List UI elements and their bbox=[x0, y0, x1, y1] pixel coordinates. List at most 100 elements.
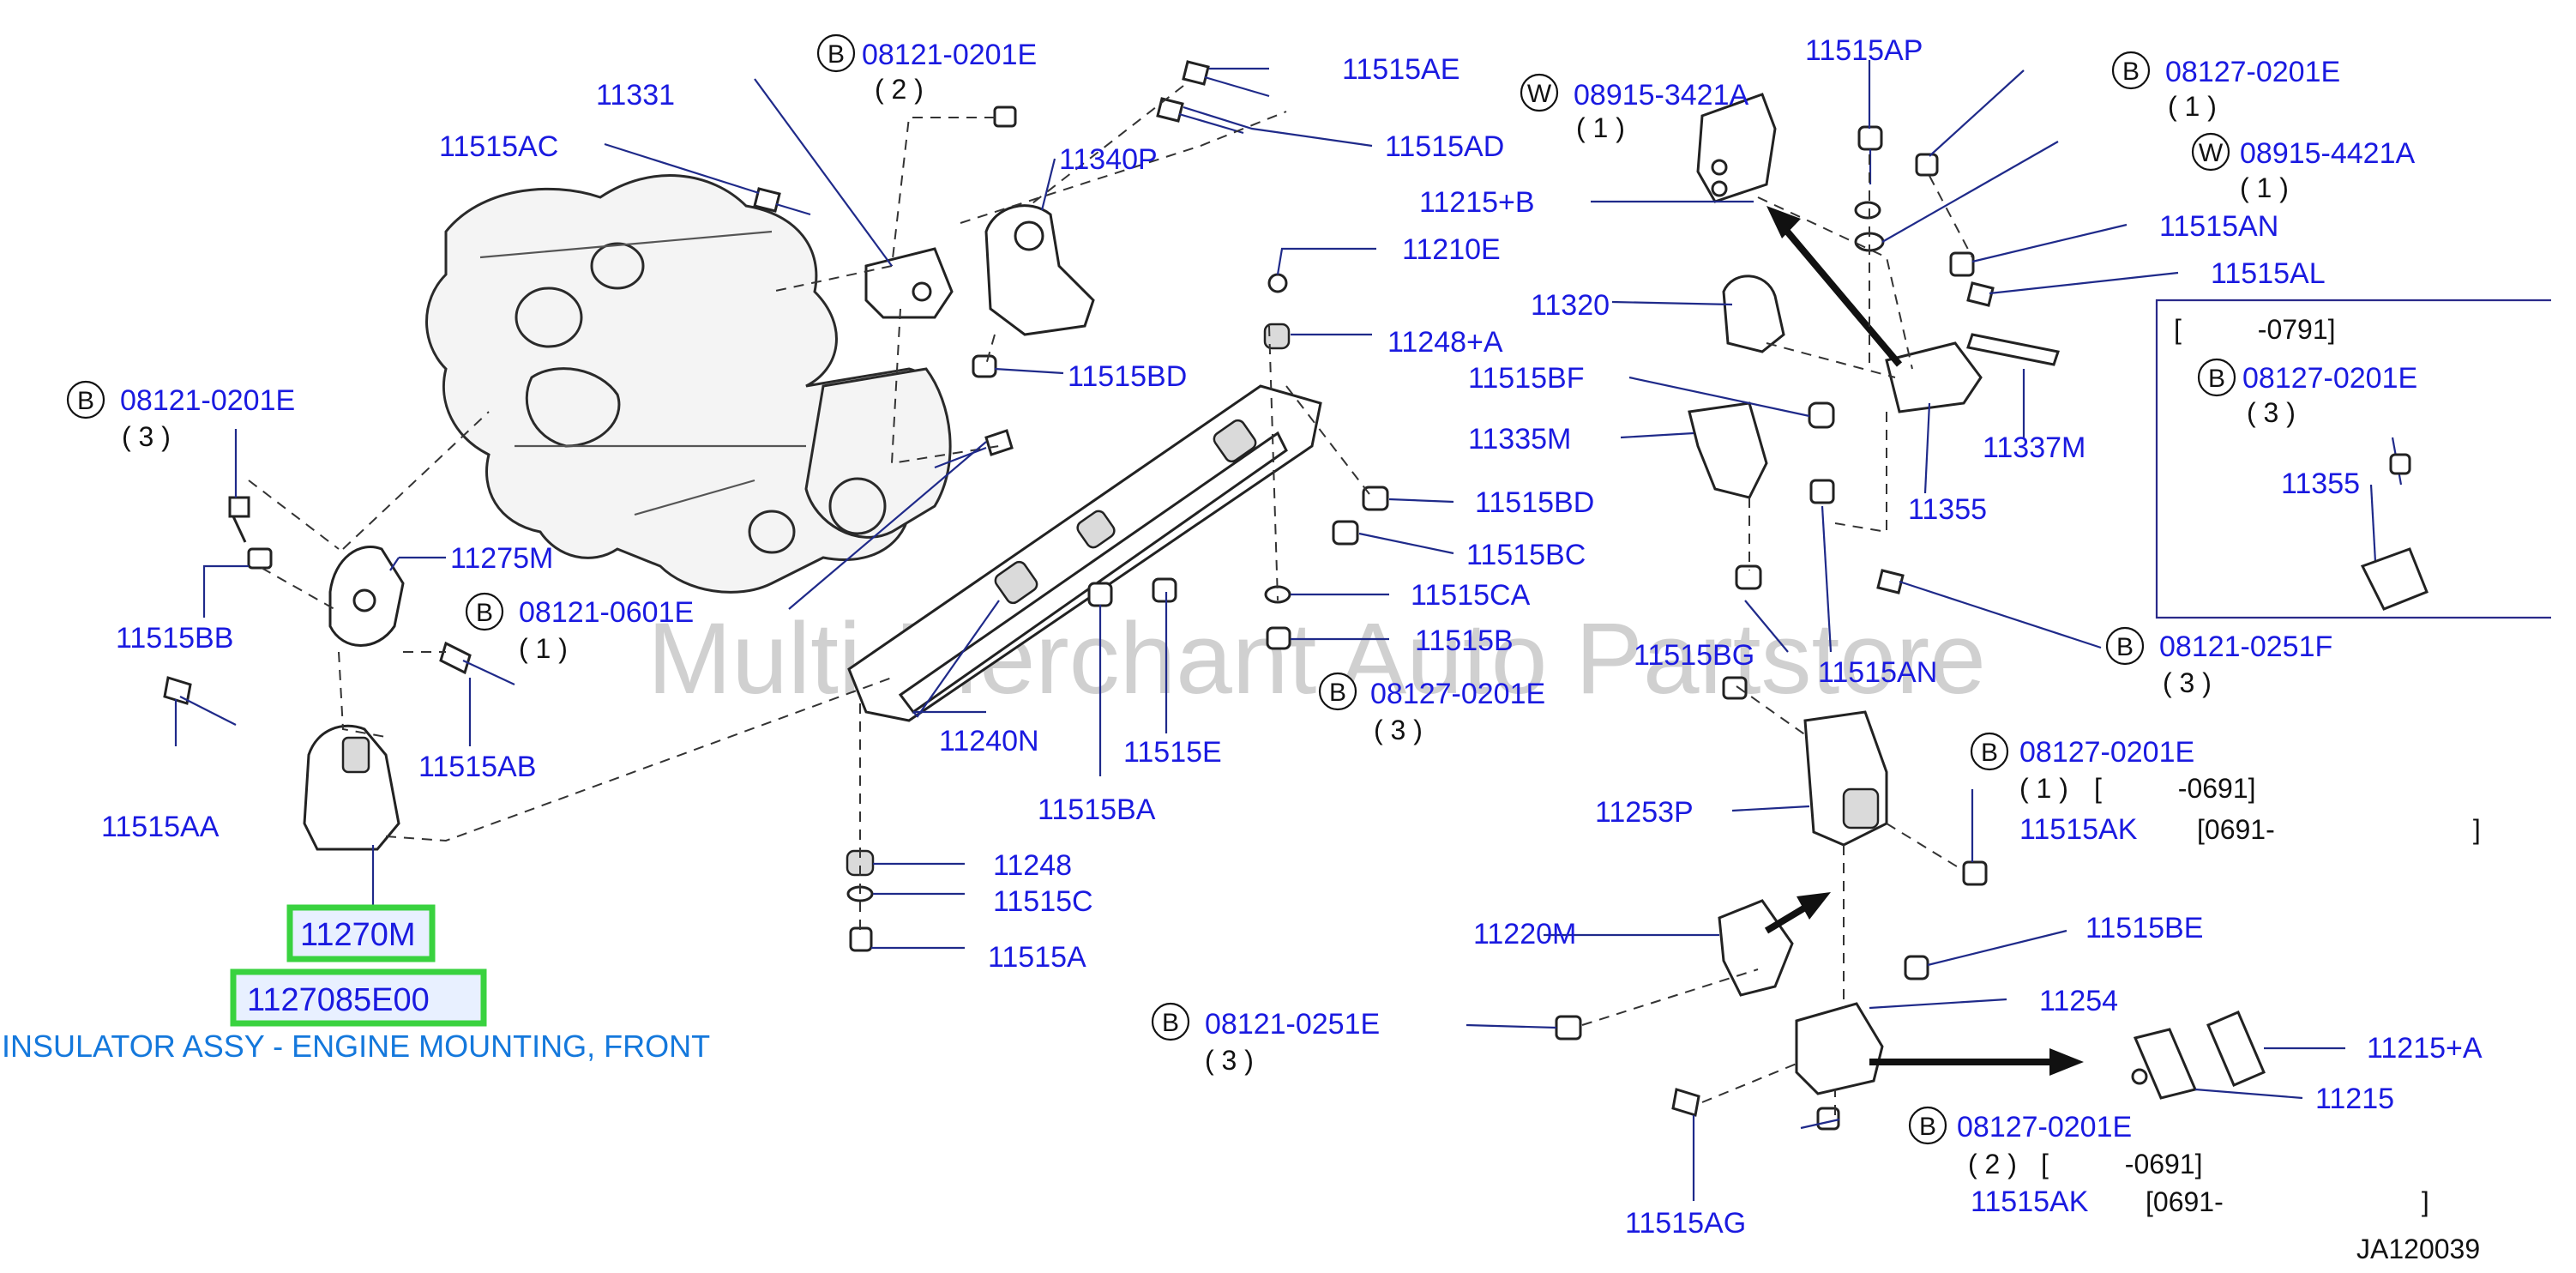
label-11515al: 11515AL bbox=[2211, 257, 2326, 290]
bolt-11515a bbox=[849, 926, 873, 952]
label-11275m: 11275M bbox=[450, 542, 553, 575]
bracket-11355 bbox=[1885, 341, 1983, 413]
label-11515ad: 11515AD bbox=[1385, 130, 1504, 163]
range-r1: [ -0691] bbox=[2094, 773, 2256, 804]
label-11240n: 11240N bbox=[939, 725, 1039, 757]
label-08121-0201e-top: 08121-0201E bbox=[862, 39, 1037, 71]
label-11340p: 11340P bbox=[1059, 143, 1158, 176]
qty-08127-0201e-r2: ( 2 ) bbox=[1968, 1149, 2017, 1179]
label-11515bb: 11515BB bbox=[116, 622, 233, 655]
part-labels: 11331 11515AC 08121-0201E ( 2 ) 11515AE … bbox=[2, 34, 2483, 1264]
circle-markers: B B B B W B W B B B B B bbox=[66, 33, 2236, 1145]
bolt-11515ae bbox=[1182, 60, 1270, 98]
insulator-11320 bbox=[1722, 275, 1785, 353]
insulator-11215a bbox=[2206, 1011, 2266, 1087]
svg-text:B: B bbox=[1919, 1113, 1936, 1141]
circled-w-icon: W bbox=[2191, 132, 2230, 172]
label-11515ak-r2: 11515AK bbox=[1971, 1186, 2089, 1218]
circled-b-icon: B bbox=[1908, 1106, 1947, 1145]
circled-b-icon: B bbox=[465, 592, 504, 631]
circled-b-icon: B bbox=[66, 380, 105, 419]
arrow-to-11253p bbox=[1764, 892, 1831, 934]
range2-r2: [0691- ] bbox=[2146, 1186, 2429, 1217]
label-08121-0251e: 08121-0251E bbox=[1205, 1008, 1380, 1041]
label-11515an-top: 11515AN bbox=[2159, 210, 2278, 243]
bolt-08121-0601e bbox=[934, 429, 1014, 469]
bolt-11515ad bbox=[1156, 97, 1244, 135]
highlight-box-11270m bbox=[286, 904, 436, 962]
bolt-11515bb bbox=[247, 547, 273, 570]
bushing-11248a bbox=[1263, 323, 1291, 350]
bracket-11253p bbox=[1803, 710, 1888, 847]
bolt-11210e bbox=[1267, 273, 1288, 293]
inset-box bbox=[2155, 299, 2551, 619]
bolt-08121-0201e-top bbox=[993, 106, 1017, 128]
svg-text:W: W bbox=[1527, 80, 1552, 108]
label-11515ae: 11515AE bbox=[1342, 53, 1460, 86]
nut-11515bc bbox=[1332, 520, 1359, 546]
label-11215a: 11215+A bbox=[2367, 1032, 2483, 1065]
inset-label-08127-0201e: 08127-0201E bbox=[2242, 362, 2417, 395]
label-08127-0201e-tr: 08127-0201E bbox=[2165, 56, 2340, 88]
circled-b-icon: B bbox=[816, 33, 856, 73]
label-08121-0251f: 08121-0251F bbox=[2159, 630, 2332, 663]
bracket-11340p bbox=[984, 204, 1095, 336]
qty-08121-0201e-left: ( 3 ) bbox=[122, 421, 171, 452]
label-11254: 11254 bbox=[2039, 985, 2118, 1017]
svg-text:B: B bbox=[1162, 1009, 1179, 1037]
label-11515e: 11515E bbox=[1123, 736, 1222, 769]
qty-08127-0201e-tr: ( 1 ) bbox=[2168, 91, 2217, 122]
bolt-11515ag bbox=[1671, 1088, 1700, 1117]
label-08121-0201e-left: 08121-0201E bbox=[120, 384, 295, 417]
range-r2: [ -0691] bbox=[2041, 1149, 2203, 1179]
svg-text:B: B bbox=[77, 387, 94, 415]
watermark: Multi-Merchant Auto Partstore bbox=[647, 602, 1986, 715]
label-11515bf: 11515BF bbox=[1468, 362, 1584, 395]
insulator-11270m bbox=[303, 724, 400, 851]
label-11515ak-r1: 11515AK bbox=[2019, 813, 2138, 846]
bolt-11515ab bbox=[439, 641, 515, 685]
highlight-box-part-number bbox=[230, 968, 487, 1027]
label-11253p: 11253P bbox=[1595, 796, 1694, 829]
svg-text:B: B bbox=[1329, 679, 1346, 707]
qty-08121-0201e-top: ( 2 ) bbox=[875, 74, 924, 105]
circled-b-icon: B bbox=[1970, 732, 2009, 771]
svg-text:W: W bbox=[2199, 139, 2224, 167]
svg-text:B: B bbox=[1981, 739, 1998, 767]
label-11515a: 11515A bbox=[988, 941, 1086, 974]
label-11210e: 11210E bbox=[1402, 233, 1501, 266]
svg-text:B: B bbox=[2116, 633, 2134, 661]
label-11270m[interactable]: 11270M bbox=[300, 917, 416, 953]
inset-label-11355: 11355 bbox=[2281, 468, 2360, 500]
label-08127-0201e-r1: 08127-0201E bbox=[2019, 736, 2194, 769]
bolt-11515an-top bbox=[1949, 251, 1975, 277]
arrow-to-11215 bbox=[1869, 1048, 2084, 1076]
nut-11515bf bbox=[1808, 401, 1835, 429]
label-11337m: 11337M bbox=[1983, 431, 2085, 464]
qty-08915-4421a: ( 1 ) bbox=[2240, 172, 2289, 203]
inset-range: [ -0791] bbox=[2174, 314, 2336, 345]
svg-text:B: B bbox=[2208, 365, 2225, 393]
label-08121-0601e: 08121-0601E bbox=[519, 596, 694, 629]
label-11215b: 11215+B bbox=[1419, 186, 1535, 219]
circled-b-icon: B bbox=[2197, 358, 2236, 397]
label-11515ac: 11515AC bbox=[439, 130, 558, 163]
nut-11515b bbox=[1266, 626, 1291, 650]
insulator-11254 bbox=[1795, 1002, 1884, 1095]
bolt-11515bg bbox=[1722, 676, 1748, 700]
label-08127-0201e-r2: 08127-0201E bbox=[1957, 1111, 2132, 1143]
label-part-number-1127085e00[interactable]: 1127085E00 bbox=[247, 982, 430, 1018]
label-11355: 11355 bbox=[1908, 493, 1987, 526]
label-11515aa: 11515AA bbox=[101, 811, 220, 843]
label-11515ap: 11515AP bbox=[1805, 34, 1923, 67]
qty-08127-0201e-r1: ( 1 ) bbox=[2019, 773, 2068, 804]
rod-11337m bbox=[1966, 333, 2060, 366]
qty-08915-3421a: ( 1 ) bbox=[1576, 112, 1625, 143]
label-11248a: 11248+A bbox=[1387, 326, 1503, 359]
label-11515ag: 11515AG bbox=[1625, 1207, 1746, 1240]
label-11515c: 11515C bbox=[993, 885, 1093, 918]
bolt-11515ac bbox=[753, 187, 811, 216]
bolt-11515aa bbox=[163, 676, 237, 726]
